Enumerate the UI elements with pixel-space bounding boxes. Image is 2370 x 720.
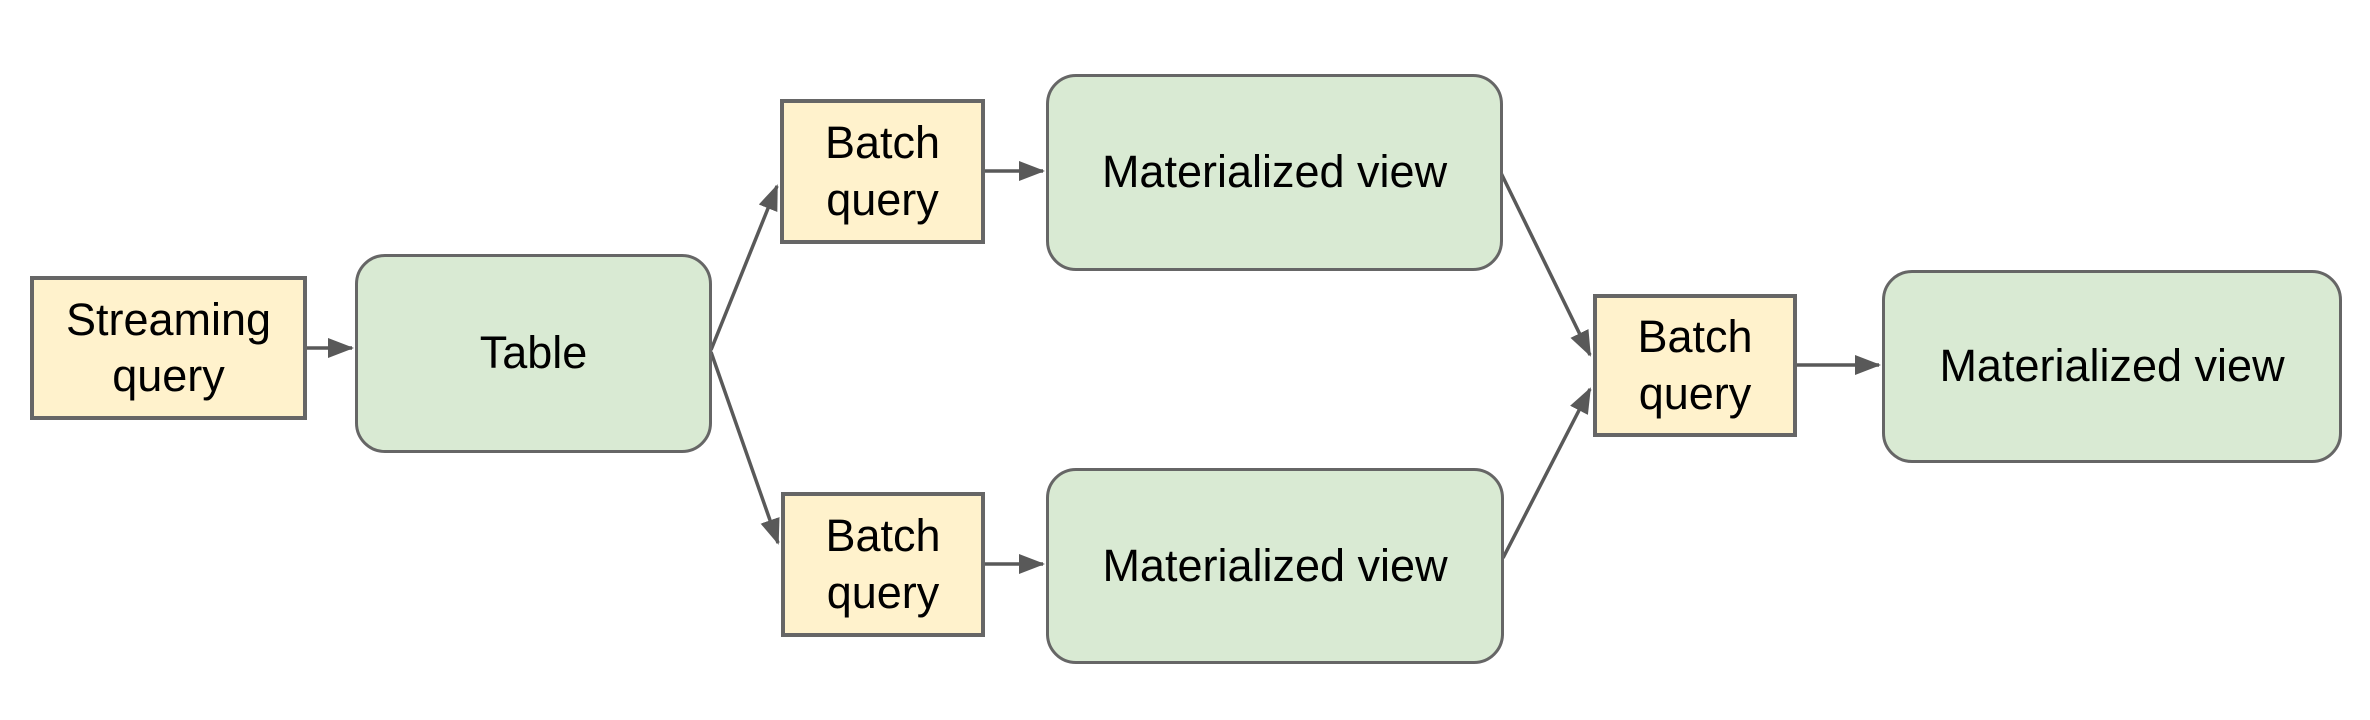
edge-table-to-batch-query-bottom: [709, 351, 780, 545]
edge-table-to-batch-query-top: [709, 184, 779, 351]
node-materialized-view-top: Materialized view: [1046, 74, 1503, 271]
node-streaming-query-label: Streaming query: [65, 293, 272, 401]
node-batch-query-top-label: Batch query: [824, 117, 941, 225]
node-streaming-query: Streaming query: [30, 276, 307, 420]
node-batch-query-bottom-label: Batch query: [825, 510, 941, 618]
node-batch-query-bottom: Batch query: [781, 492, 985, 637]
node-batch-query-right: Batch query: [1593, 294, 1797, 437]
node-table-label: Table: [479, 327, 588, 379]
edge-materialized-view-top-to-batch-query-right: [1499, 172, 1592, 357]
node-materialized-view-right: Materialized view: [1882, 270, 2342, 463]
node-materialized-view-right-label: Materialized view: [1939, 340, 2285, 392]
node-materialized-view-bottom-label: Materialized view: [1102, 539, 1448, 591]
node-materialized-view-top-label: Materialized view: [1101, 146, 1448, 198]
node-batch-query-top: Batch query: [780, 99, 985, 244]
node-table: Table: [355, 254, 712, 453]
edge-materialized-view-bottom-to-batch-query-right: [1501, 387, 1592, 559]
node-materialized-view-bottom: Materialized view: [1046, 468, 1504, 664]
node-batch-query-right-label: Batch query: [1637, 311, 1753, 419]
